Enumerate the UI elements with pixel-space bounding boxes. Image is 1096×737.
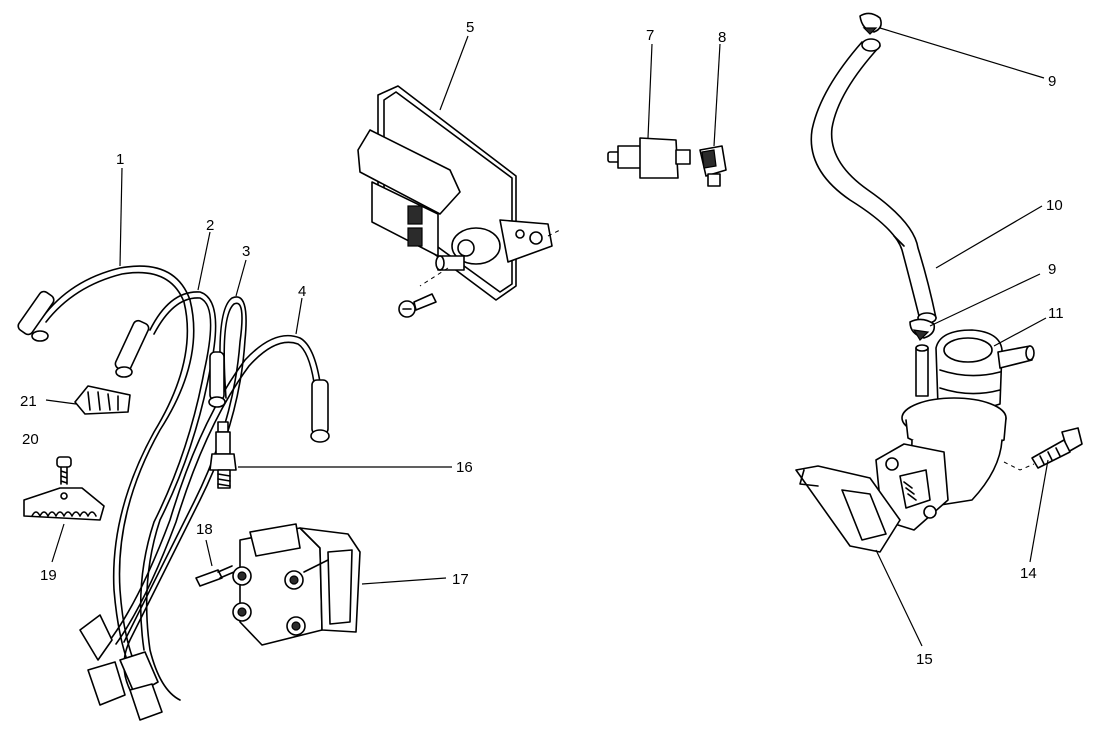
callout-8: 8 [718,29,726,46]
ignition-lead-set [17,265,330,721]
callout-1: 1 [116,151,124,168]
callout-11: 11 [1048,305,1064,322]
callout-5: 5 [466,19,474,36]
callout-15: 15 [916,651,933,668]
callout-7: 7 [646,27,654,44]
banjo-fitting [699,145,727,187]
fuel-pump [795,329,1035,553]
fuel-hose [810,38,937,324]
callout-17: 17 [452,571,469,588]
spark-plug [209,421,237,489]
callout-9-bottom: 9 [1048,261,1056,278]
callout-3: 3 [242,243,250,260]
callout-21: 21 [20,393,37,410]
pressure-sensor [607,137,691,179]
callout-14: 14 [1020,565,1037,582]
callout-18: 18 [196,521,213,538]
lead-bracket [23,487,105,521]
pump-bolt [1003,427,1083,471]
lead-separator-clip [74,385,131,415]
callout-16: 16 [456,459,473,476]
coil-screw [195,565,235,587]
hose-clip-bottom [909,318,936,341]
ignition-coil-pack [232,523,361,646]
callout-19: 19 [40,567,57,584]
callout-labels: 1 2 3 4 5 7 8 9 10 9 11 16 17 18 19 20 2… [20,19,1064,668]
callout-20: 20 [22,431,39,448]
hose-clip-top [859,12,882,35]
callout-4: 4 [298,283,306,300]
control-unit-module [357,85,561,318]
leader-lines [45,27,1049,647]
bracket-screw [56,456,72,485]
callout-2: 2 [206,217,214,234]
callout-10: 10 [1046,197,1063,214]
callout-9-top: 9 [1048,73,1056,90]
